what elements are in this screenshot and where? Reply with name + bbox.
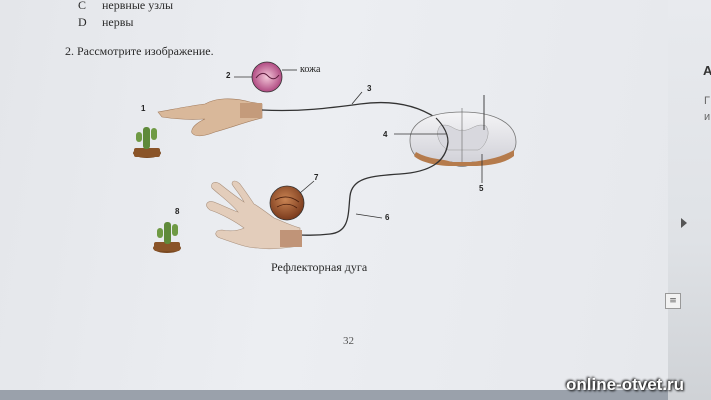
diagram-label-1: 1 bbox=[141, 104, 146, 113]
option-letter-d: D bbox=[78, 15, 87, 29]
motor-nerve bbox=[299, 141, 449, 236]
diagram-label-6: 6 bbox=[385, 213, 390, 222]
right-side-panel bbox=[668, 0, 711, 400]
skin-label: кожа bbox=[300, 64, 321, 75]
right-panel-text-1: Г bbox=[704, 95, 710, 107]
diagram-label-3: 3 bbox=[367, 84, 372, 93]
option-letter-c: C bbox=[78, 0, 87, 12]
cactus-top-icon bbox=[133, 127, 161, 158]
question-text: 2. Рассмотрите изображение. bbox=[65, 44, 214, 58]
diagram-label-8: 8 bbox=[175, 207, 180, 216]
document-page bbox=[0, 0, 668, 392]
scroll-right-arrow-icon[interactable] bbox=[681, 218, 687, 228]
right-panel-text-2: и bbox=[704, 111, 711, 123]
diagram-caption: Рефлекторная дуга bbox=[271, 260, 368, 274]
watermark: online-otvet.ru bbox=[566, 375, 685, 394]
option-text-d: нервы bbox=[102, 15, 134, 29]
hand-touching-icon bbox=[157, 98, 263, 137]
hand-withdrawn-icon bbox=[206, 180, 302, 250]
muscle-effector-icon bbox=[269, 185, 305, 221]
diagram-label-2: 2 bbox=[226, 71, 231, 80]
right-panel-title: А bbox=[703, 63, 711, 78]
spinal-cord-icon bbox=[409, 95, 517, 167]
page-number: 32 bbox=[343, 335, 354, 347]
diagram-label-7: 7 bbox=[314, 173, 319, 182]
diagram-label-4: 4 bbox=[383, 130, 388, 139]
option-text-c: нервные узлы bbox=[102, 0, 174, 12]
cactus-bottom-icon bbox=[153, 222, 181, 253]
bottom-edge bbox=[0, 390, 668, 400]
sensory-nerve bbox=[261, 101, 437, 119]
diagram-label-5: 5 bbox=[479, 184, 484, 193]
menu-icon[interactable]: ≡ bbox=[665, 293, 681, 309]
